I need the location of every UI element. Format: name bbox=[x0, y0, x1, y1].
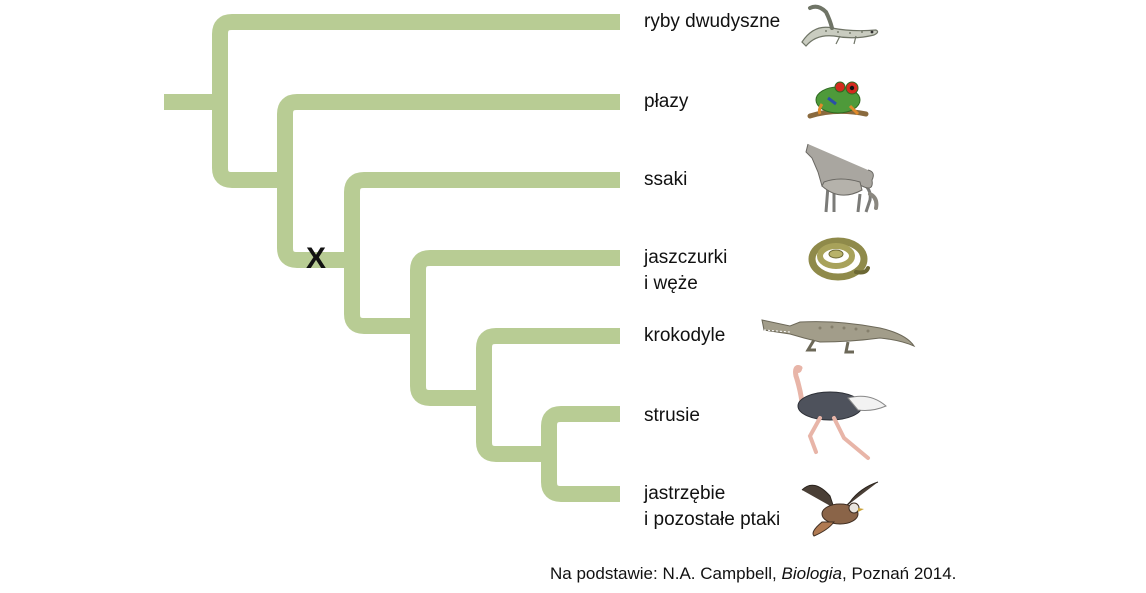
branch-node-5 bbox=[476, 328, 620, 462]
source-prefix: Na podstawie: N.A. Campbell, bbox=[550, 564, 782, 583]
branch-node-6 bbox=[541, 406, 620, 502]
taxon-label-mammals: ssaki bbox=[644, 169, 688, 190]
source-suffix: , Poznań 2014. bbox=[842, 564, 957, 583]
source-citation: Na podstawie: N.A. Campbell, Biologia, P… bbox=[550, 562, 956, 586]
frog-icon bbox=[807, 81, 869, 119]
ostrich-icon bbox=[793, 365, 887, 460]
taxon-label-ostriches: strusie bbox=[644, 405, 700, 426]
branch-node-4 bbox=[410, 250, 620, 406]
taxon-label-lizards-snakes: jaszczurki i węże bbox=[644, 247, 728, 294]
branch-node-2 bbox=[277, 94, 620, 268]
hawk-icon bbox=[801, 481, 879, 537]
lungfish-icon bbox=[801, 4, 879, 47]
taxon-label-hawks-birds: jastrzębie i pozostałe ptaki bbox=[644, 483, 781, 530]
branch-node-3 bbox=[344, 172, 620, 334]
taxon-label-amphibians: płazy bbox=[644, 91, 689, 112]
taxon-label-lungfish: ryby dwudyszne bbox=[644, 11, 781, 32]
wolf-icon bbox=[805, 143, 879, 213]
source-title: Biologia bbox=[781, 564, 843, 583]
branch-node-1 bbox=[212, 14, 620, 188]
node-marker: X bbox=[306, 242, 327, 275]
crocodile-icon bbox=[761, 319, 916, 354]
taxon-label-crocodiles: krokodyle bbox=[644, 325, 726, 346]
snake-icon bbox=[808, 237, 870, 281]
